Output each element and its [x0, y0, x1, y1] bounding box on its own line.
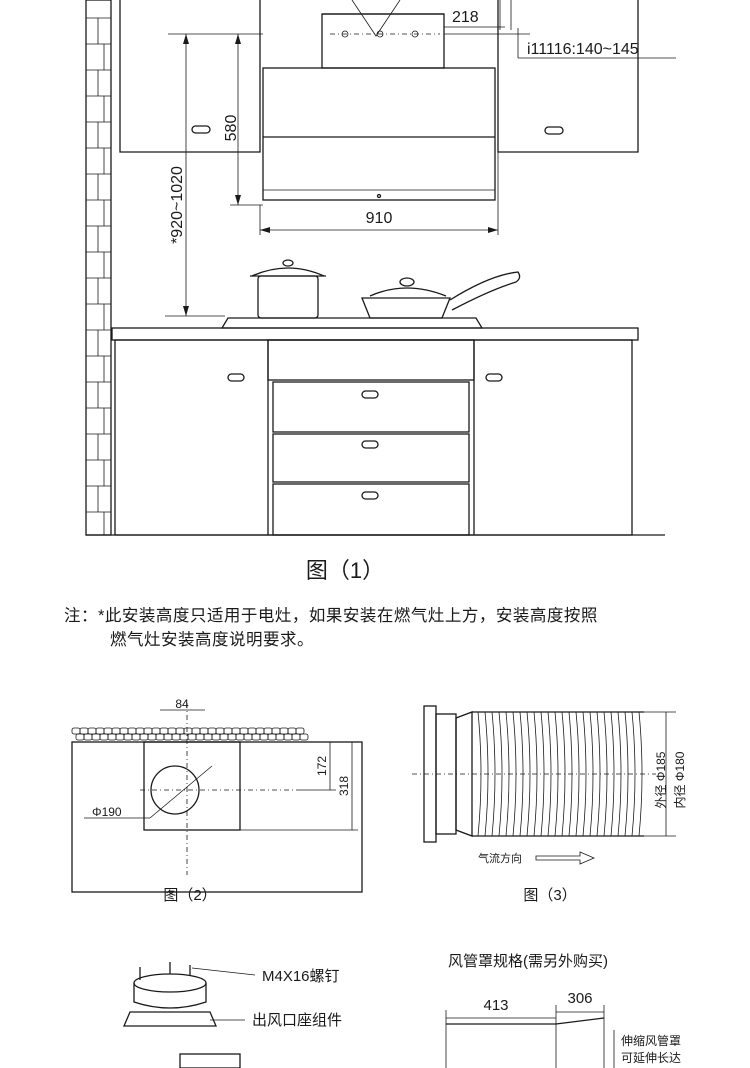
dim-height-label: *920~1020 [169, 166, 186, 244]
frying-pan [361, 271, 521, 319]
dim-580-label: 580 [223, 115, 240, 142]
dim-318-label: 318 [337, 776, 351, 796]
figure-3-caption: 图（3） [523, 887, 576, 904]
installation-note: 注：*此安装高度只适用于电灶，如果安装在燃气灶上方，安装高度按照 燃气灶安装高度… [64, 604, 714, 652]
duct-cover-title: 风管罩规格(需另外购买) [448, 953, 608, 970]
dim-580: 580 [168, 33, 263, 206]
pot [250, 259, 326, 319]
dim-phi190-label: Φ190 [92, 805, 122, 819]
figure-4-outlet-assembly: M4X16螺钉 出风口座组件 [123, 962, 342, 1068]
dim-duct-label: i11116:140~145 [527, 41, 639, 58]
base-cabinet [86, 327, 665, 536]
dim-height: *920~1020 [165, 34, 225, 317]
screw-label: M4X16螺钉 [262, 968, 340, 985]
dim-172-label: 172 [315, 756, 329, 776]
extend-label-1: 伸缩风管罩 [621, 1033, 681, 1048]
dim-910-label: 910 [366, 210, 393, 227]
figure-5-duct-cover-spec: 风管罩规格(需另外购买) 413 306 伸缩风管罩 可延伸长达 [445, 953, 681, 1068]
outlet-assembly-label: 出风口座组件 [252, 1012, 342, 1029]
dim-306-label: 306 [567, 990, 592, 1007]
left-upper-cabinet [119, 0, 261, 153]
dim-duct: i11116:140~145 [444, 28, 676, 59]
airflow-label: 气流方向 [478, 851, 522, 865]
cooktop [220, 317, 484, 329]
right-upper-cabinet [497, 0, 639, 153]
note-line-2: 燃气灶安装高度说明要求。 [110, 631, 314, 649]
outer-diameter-label: 外径 Φ185 [654, 751, 668, 808]
dim-84-label: 84 [175, 697, 189, 711]
figure-1-caption: 图（1） [306, 558, 384, 583]
figure-3-flex-duct: 外径 Φ185 内径 Φ180 气流方向 [412, 705, 687, 865]
inner-diameter-label: 内径 Φ180 [673, 751, 687, 808]
note-line-1: 注：*此安装高度只适用于电灶，如果安装在燃气灶上方，安装高度按照 [64, 607, 598, 625]
figure-2-outlet-dimensions: 84 Φ190 172 318 [71, 697, 363, 893]
dim-910: 910 [259, 152, 499, 235]
airflow-arrow-icon [535, 851, 596, 865]
range-hood [262, 0, 496, 201]
dim-218-label: 218 [452, 9, 479, 26]
figure-2-caption: 图（2） [163, 887, 216, 904]
dim-218: 218 [444, 0, 512, 30]
brick-wall [85, 0, 112, 536]
dim-413-label: 413 [483, 997, 508, 1014]
extend-label-2: 可延伸长达 [621, 1051, 681, 1065]
